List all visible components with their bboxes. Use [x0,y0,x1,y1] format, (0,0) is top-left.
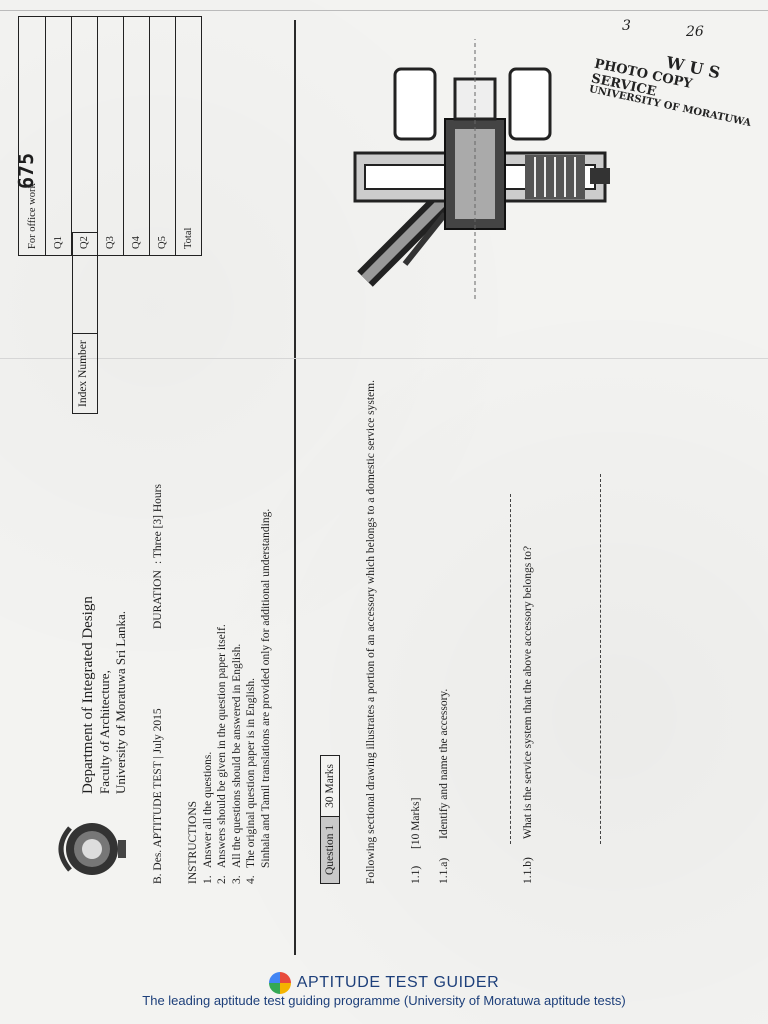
office-work-title: For office work [18,16,46,256]
instruction-item: 1.Answer all the questions. [201,751,214,884]
instructions-list: 1.Answer all the questions. 2.Answers sh… [201,509,259,884]
faculty-name: Faculty of Architecture, [97,670,112,794]
instructions-block: INSTRUCTIONS 1.Answer all the questions.… [186,509,274,884]
office-row: Total [175,16,202,256]
office-row: Q2 [71,16,98,256]
index-number-label: Index Number [73,333,97,413]
duration-label: DURATION [152,570,164,629]
instructions-note: Sinhala and Tamil translations are provi… [259,508,272,868]
sectional-drawing-illustration [353,39,610,299]
office-work-table: For office work Q1 Q2 Q3 Q4 Q5 Total [18,16,202,256]
question-label: Question 1 [321,815,339,883]
office-row: Q1 [45,16,72,256]
index-number-box: Index Number [72,232,98,414]
question-marks: 30 Marks [321,756,339,816]
footer-brand: APTITUDE TEST GUIDER [0,972,768,994]
question-a-text: Identify and name the accessory. [438,688,450,839]
handwritten-mark: 3 [622,18,631,34]
university-name: University of Moratuwa Sri Lanka. [113,610,128,794]
footer-tagline: The leading aptitude test guiding progra… [142,993,626,1008]
subquestion-label: 1.1) [410,865,422,884]
footer-brand-name: APTITUDE TEST GUIDER [296,974,500,991]
question-intro: Following sectional drawing illustrates … [365,380,377,884]
answer-line-a[interactable] [510,494,511,844]
instruction-item: 2.Answers should be given in the questio… [216,624,229,884]
fold-line [0,358,768,359]
aptitude-guider-logo-icon [268,972,291,994]
question-header-box: Question 1 30 Marks [320,755,340,884]
instruction-item: 4.The original question paper is in Engl… [245,677,258,884]
question-b-label: 1.1.b) [522,857,534,884]
duration-value: : Three [3] Hours [152,484,164,564]
page-divider-rule [294,20,296,955]
office-row: Q3 [97,16,124,256]
office-row: Q4 [123,16,150,256]
university-crest-icon [58,823,126,875]
scan-edge-line [0,10,768,11]
subquestion-marks: [10 Marks] [410,797,422,849]
handwritten-mark: 26 [686,24,704,40]
department-name: Department of Integrated Design [80,596,96,794]
exam-title: B. Des. APTITUDE TEST | July 2015 [152,708,164,884]
instruction-item: 3.All the questions should be answered i… [230,643,243,884]
question-b-text: What is the service system that the abov… [522,545,534,839]
office-row: Q5 [149,16,176,256]
answer-line-b[interactable] [600,474,601,844]
question-a-label: 1.1.a) [438,857,450,884]
instructions-title: INSTRUCTIONS [187,800,199,884]
